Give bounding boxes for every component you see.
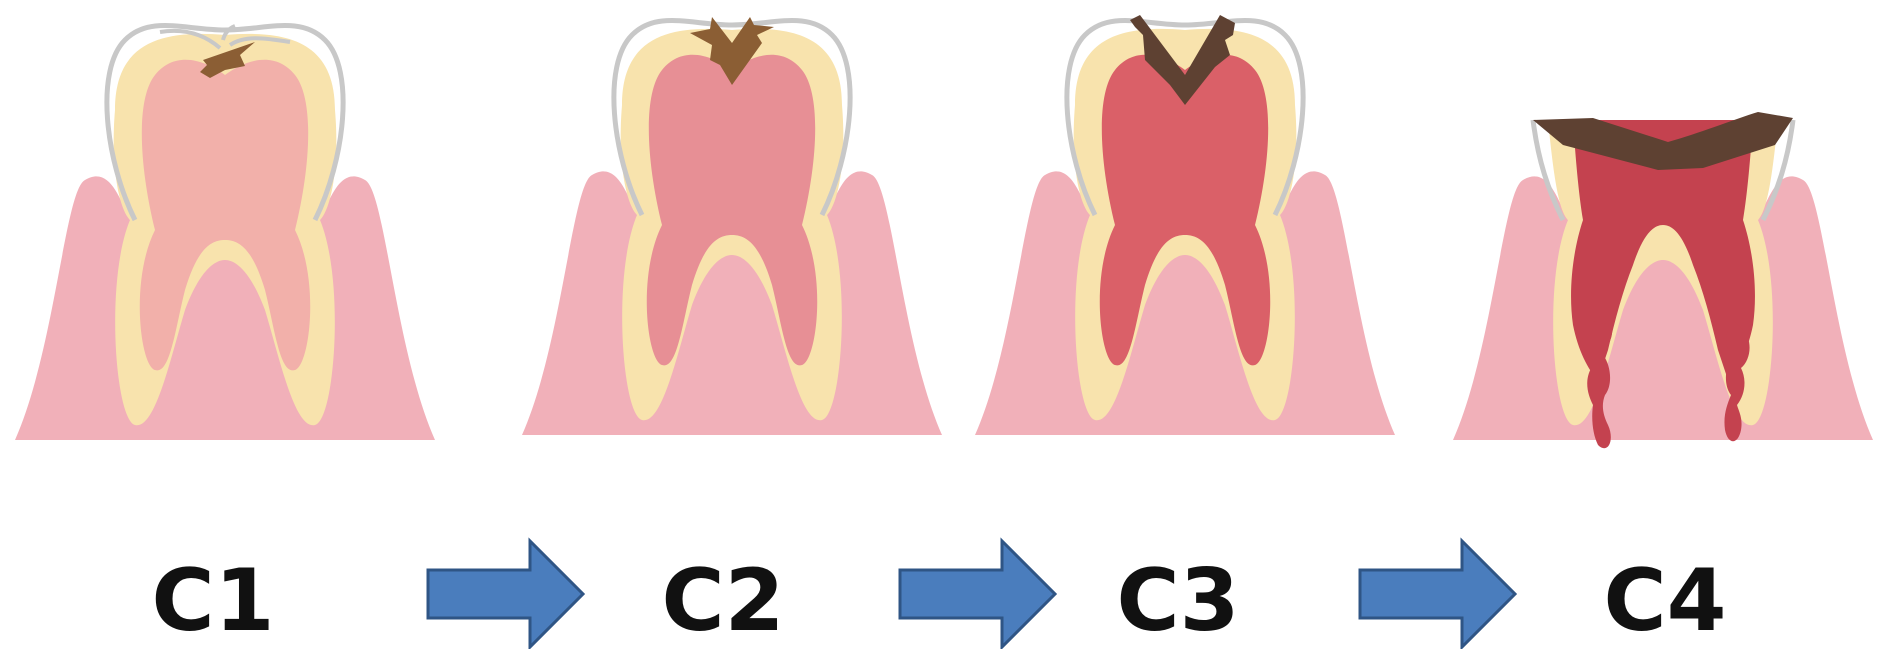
tooth-c2 [522, 17, 942, 435]
right-arrow-icon [900, 541, 1055, 647]
right-arrow-icon [428, 541, 583, 647]
stage-label-c2: C2 [662, 551, 785, 649]
tooth-c1 [15, 26, 435, 440]
tooth-c4 [1453, 112, 1873, 448]
arrow-c1-to-c2 [428, 541, 583, 647]
tooth-c3 [975, 15, 1395, 435]
arrow-c2-to-c3 [900, 541, 1055, 647]
stage-label-c4: C4 [1604, 551, 1727, 649]
stage-label-c3: C3 [1117, 551, 1240, 649]
right-arrow-icon [1360, 541, 1515, 647]
arrow-c3-to-c4 [1360, 541, 1515, 647]
stage-label-c1: C1 [152, 551, 275, 649]
